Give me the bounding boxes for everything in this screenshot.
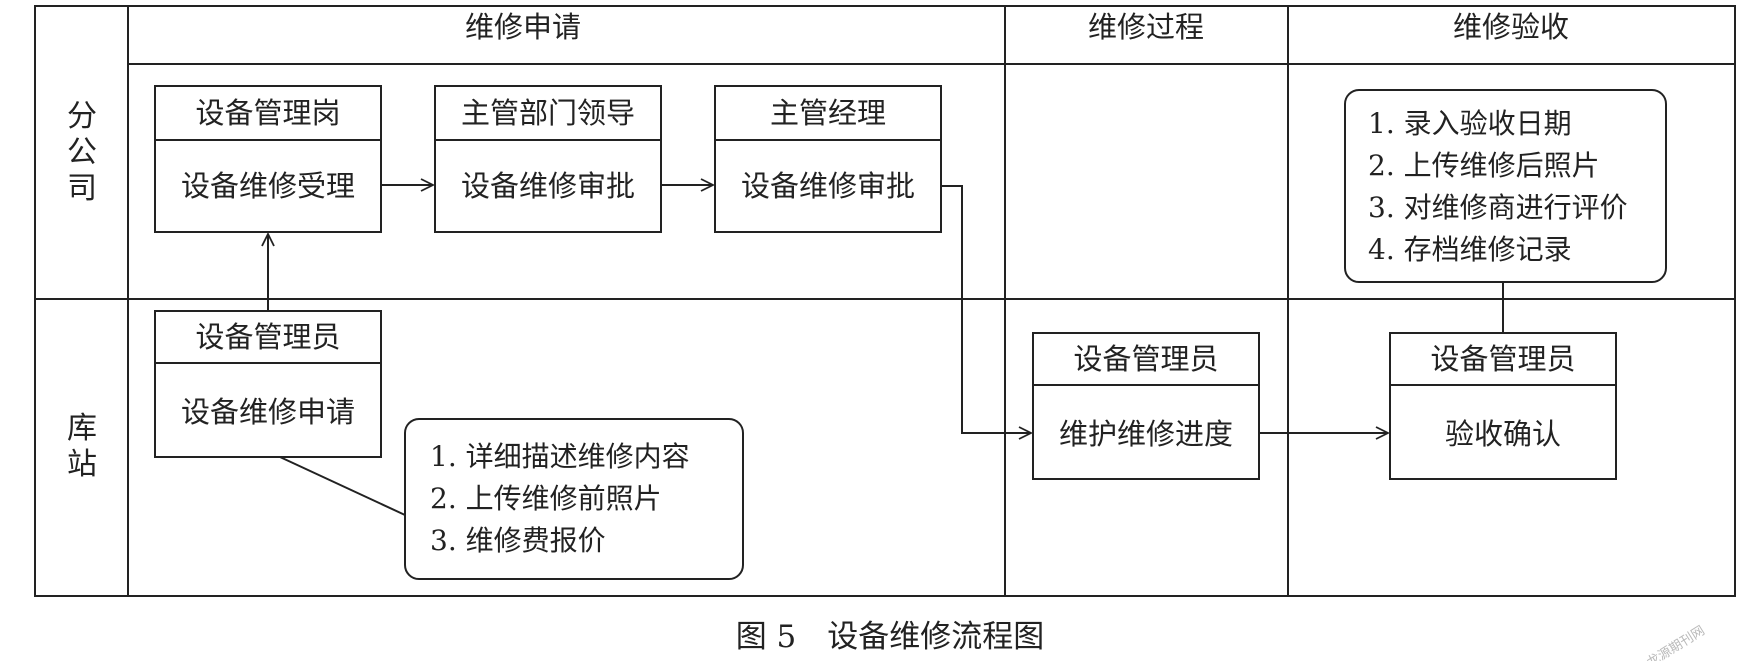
box-progress-action: 维护维修进度	[1059, 417, 1233, 451]
box-apply-role: 设备管理员	[195, 320, 340, 354]
note-apply-item-1: 1. 详细描述维修内容	[430, 440, 690, 473]
box-dept-action: 设备维修审批	[461, 169, 635, 203]
table-border	[34, 5, 1736, 597]
box-apply-action: 设备维修申请	[181, 395, 355, 429]
box-dept-role: 主管部门领导	[461, 96, 635, 130]
box-confirm-role: 设备管理员	[1430, 342, 1575, 376]
lane-station-char-2: 站	[67, 447, 97, 482]
swimlane-grid	[34, 5, 1736, 597]
lane-branch-char-2: 公	[67, 135, 97, 170]
phase-header-acceptance: 维修验收	[1453, 10, 1569, 44]
note-accept-item-3: 3. 对维修商进行评价	[1368, 191, 1628, 224]
figure-caption: 图 5 设备维修流程图	[736, 619, 1045, 655]
watermark: 龙源期刊网	[1645, 623, 1708, 661]
note-apply-connector	[279, 456, 406, 516]
box-confirm-action: 验收确认	[1445, 417, 1561, 451]
box-apply: 设备管理员 设备维修申请	[154, 310, 382, 458]
lane-branch-char-3: 司	[67, 171, 97, 206]
note-acceptance: 1. 录入验收日期 2. 上传维修后照片 3. 对维修商进行评价 4. 存档维修…	[1344, 89, 1667, 283]
box-manager-approval: 主管经理 设备维修审批	[714, 85, 942, 233]
note-apply-item-2: 2. 上传维修前照片	[430, 482, 662, 515]
lane-station-char-1: 库	[67, 411, 97, 446]
connectors	[268, 185, 1504, 516]
note-apply: 1. 详细描述维修内容 2. 上传维修前照片 3. 维修费报价	[404, 418, 744, 580]
box-confirm: 设备管理员 验收确认	[1389, 332, 1617, 480]
box-mgr-action: 设备维修审批	[741, 169, 915, 203]
box-accept-action: 设备维修受理	[181, 169, 355, 203]
note-accept-item-1: 1. 录入验收日期	[1368, 107, 1572, 140]
lane-label-station: 库 站	[67, 411, 97, 482]
box-accept: 设备管理岗 设备维修受理	[154, 85, 382, 233]
note-apply-item-3: 3. 维修费报价	[430, 524, 606, 557]
lane-label-branch: 分 公 司	[67, 99, 97, 206]
box-accept-role: 设备管理岗	[195, 96, 340, 130]
phase-header-process: 维修过程	[1088, 10, 1204, 44]
arrow-mgr-to-progress	[941, 185, 1031, 433]
note-accept-item-2: 2. 上传维修后照片	[1368, 149, 1600, 182]
box-progress-role: 设备管理员	[1073, 342, 1218, 376]
phase-header-apply: 维修申请	[465, 10, 581, 44]
lane-branch-char-1: 分	[67, 99, 97, 134]
box-mgr-role: 主管经理	[770, 96, 886, 130]
box-dept-approval: 主管部门领导 设备维修审批	[434, 85, 662, 233]
box-progress: 设备管理员 维护维修进度	[1032, 332, 1260, 480]
note-accept-item-4: 4. 存档维修记录	[1368, 233, 1572, 266]
